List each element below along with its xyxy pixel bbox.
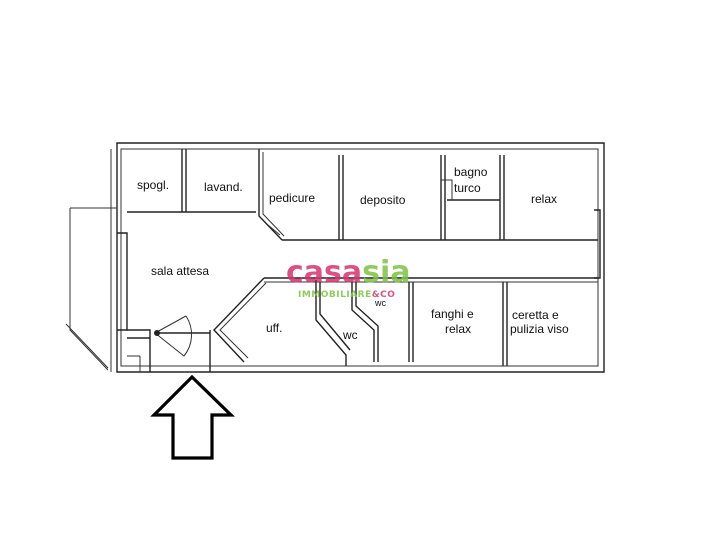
bottom-row-walls [213, 277, 598, 367]
entrance-arrow-icon [150, 374, 235, 460]
room-label-bagno-2: turco [454, 181, 481, 195]
logo-tag-co: &CO [372, 290, 396, 300]
room-label-deposito: deposito [360, 193, 406, 207]
room-label-wc-small: wc [374, 298, 386, 308]
room-label-ufficio: uff. [266, 321, 282, 335]
svg-text:IMMOBILIARE&CO: IMMOBILIARE&CO [298, 290, 395, 300]
room-label-sala-attesa: sala attesa [151, 264, 209, 278]
room-label-fanghi-2: relax [445, 322, 471, 336]
room-label-bagno-1: bagno [454, 165, 488, 179]
room-label-spogliatoio: spogl. [137, 178, 169, 192]
logo-part-sia: sia [362, 255, 410, 290]
room-label-lavanderia: lavand. [204, 180, 243, 194]
room-label-fanghi-1: fanghi e [431, 307, 474, 321]
room-label-ceretta-1: ceretta e [512, 308, 559, 322]
casasia-logo: casasia IMMOBILIARE&CO [286, 255, 411, 300]
room-label-ceretta-2: pulizia viso [510, 322, 569, 336]
entrance [127, 315, 211, 372]
room-label-relax: relax [531, 192, 557, 206]
svg-text:casasia: casasia [286, 255, 411, 290]
logo-part-casa: casa [286, 255, 362, 290]
room-label-pedicure: pedicure [269, 191, 315, 205]
room-label-wc-large: wc [342, 328, 358, 342]
logo-tag-immobiliare: IMMOBILIARE [298, 290, 372, 300]
outer-walls [65, 142, 605, 373]
door-hinge [154, 330, 160, 336]
